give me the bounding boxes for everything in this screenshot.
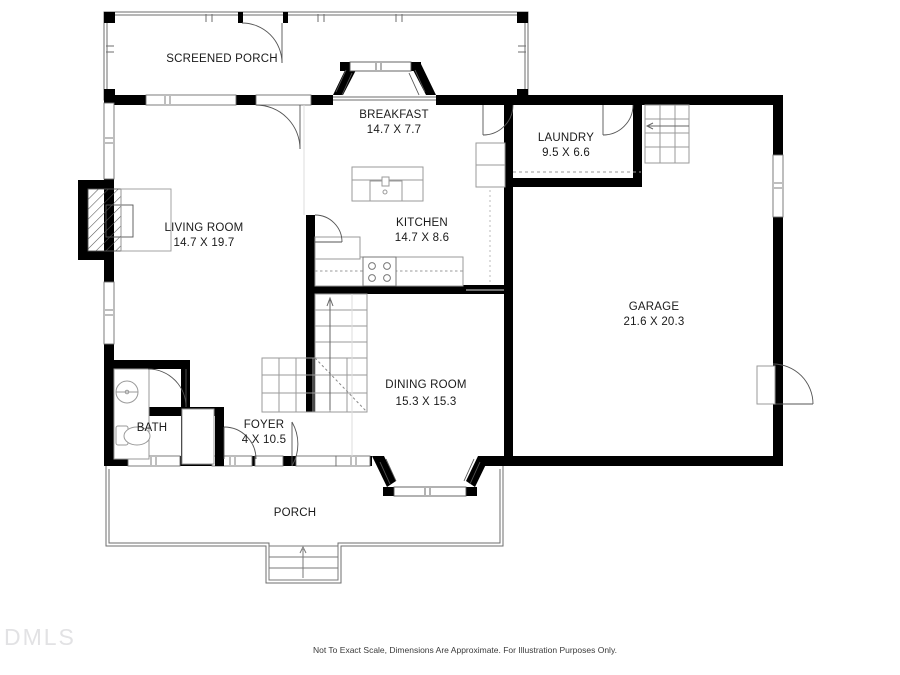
room-dim-breakfast: 14.7 X 7.7 [367,124,421,136]
screened-porch-screen-mullions [106,14,526,53]
room-dim-dining-room: 15.3 X 15.3 [395,396,456,408]
screened-porch-posts [104,12,528,100]
room-label-bath: BATH [137,422,168,434]
garage-staircase [644,104,690,164]
room-dim-living-room: 14.7 X 19.7 [173,237,234,249]
disclaimer-text: Not To Exact Scale, Dimensions Are Appro… [313,645,617,655]
fireplace [87,188,172,252]
bay-window-glazing [335,69,481,485]
kitchen-range [362,256,397,287]
bathroom-fixtures [113,368,151,460]
kitchen-sink [369,176,403,202]
door-leaves [181,365,776,465]
room-dim-foyer: 4 X 10.5 [242,434,286,446]
porch-steps [268,545,339,581]
room-dim-kitchen: 14.7 X 8.6 [395,232,449,244]
room-label-kitchen: KITCHEN [396,217,448,229]
screened-porch-door-swing [241,22,283,64]
room-dim-garage: 21.6 X 20.3 [623,316,684,328]
door-swings [147,104,814,467]
watermark: DMLS [4,624,76,650]
main-staircase [261,293,368,413]
room-label-dining-room: DINING ROOM [385,379,466,391]
room-label-porch: PORCH [274,507,317,519]
laundry-appliances [475,142,641,188]
opening-guidelines [303,105,504,456]
toilet-bowl [123,426,151,446]
room-label-living-room: LIVING ROOM [165,222,244,234]
room-label-garage: GARAGE [629,301,680,313]
kitchen-pantry-cabinet [314,236,361,260]
window-openings [103,61,784,497]
room-label-screened-porch: SCREENED PORCH [166,53,277,65]
room-label-laundry: LAUNDRY [538,132,594,144]
room-labels: SCREENED PORCH BREAKFAST 14.7 X 7.7 LAUN… [137,53,685,519]
room-label-breakfast: BREAKFAST [359,109,429,121]
room-dim-laundry: 9.5 X 6.6 [542,147,590,159]
room-label-foyer: FOYER [244,419,285,431]
